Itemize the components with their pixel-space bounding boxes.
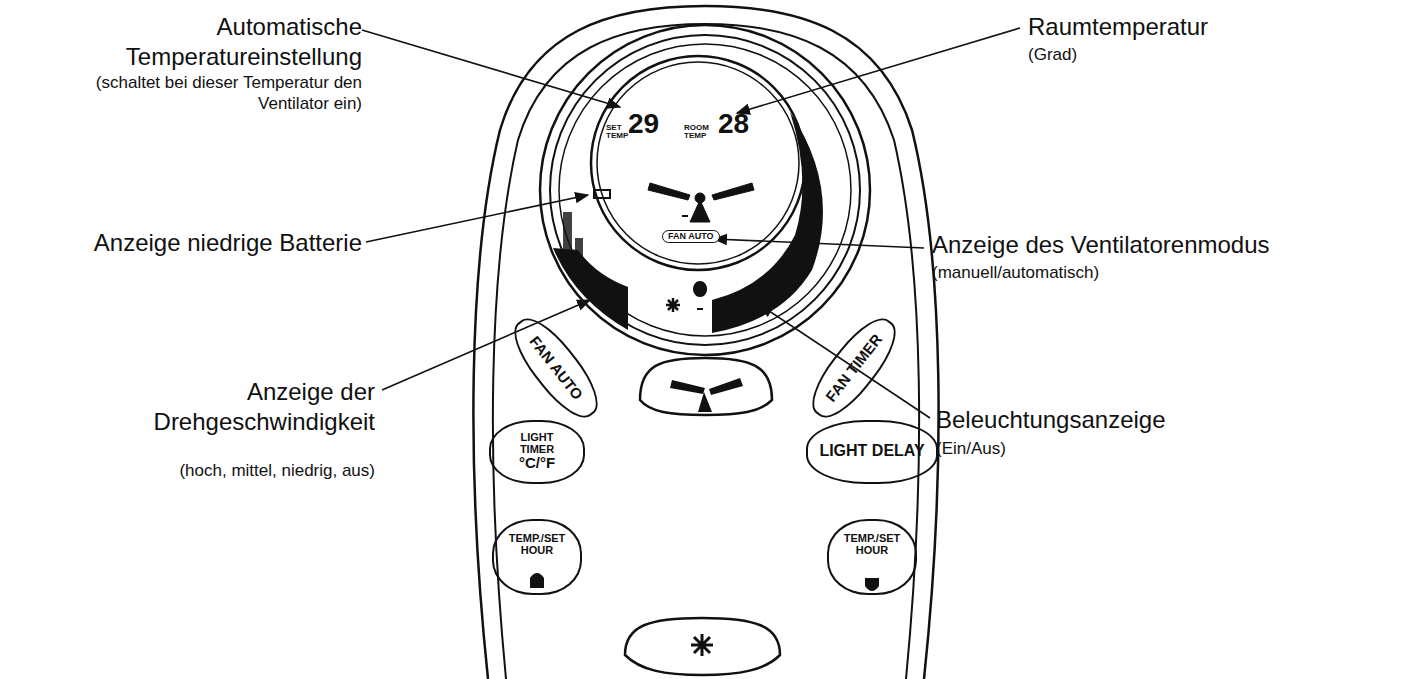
remote-button: FAN AUTO (502, 308, 609, 428)
display-digits: 29 (628, 110, 672, 138)
remote-button: TEMP./SET HOUR (492, 519, 582, 595)
button-label: °C/°F (519, 455, 555, 471)
button-label: TEMP./SET HOUR (840, 533, 904, 556)
remote-body (473, 6, 938, 679)
button-label: LIGHT DELAY (819, 443, 924, 460)
button-label: FAN TIMER (823, 331, 885, 404)
callout-heading: Raumtemperatur (1028, 12, 1328, 42)
speed-and-light-bars (553, 112, 823, 333)
remote-button: LIGHT TIMER°C/°F (489, 420, 585, 484)
remote-button: LIGHT DELAY (806, 420, 938, 484)
button-label: TEMP./SET HOUR (505, 533, 569, 556)
callout-heading: Anzeige des Ventilatorenmodus (932, 230, 1392, 260)
callout-heading: Automatische Temperatureinstellung (82, 12, 362, 72)
display-mode: FAN AUTO (662, 230, 720, 243)
display-digits: 28 (718, 110, 762, 138)
display-rings (540, 25, 870, 355)
remote-button: TEMP./SET HOUR (827, 519, 917, 595)
callout-heading: Beleuchtungsanzeige (936, 405, 1236, 435)
display-text: ROOM TEMP (684, 124, 718, 140)
button-label: LIGHT TIMER (505, 432, 569, 455)
light-button (625, 618, 780, 675)
up-down-icons (530, 573, 879, 591)
button-label: FAN AUTO (527, 333, 586, 402)
callout-note: (schaltet bei dieser Temperatur den Vent… (62, 72, 362, 115)
leader-lines (362, 28, 1020, 418)
callout-heading: Anzeige der Drehgeschwindigkeit (100, 377, 375, 437)
callout-note: (manuell/automatisch) (932, 262, 1232, 283)
callout-heading: Anzeige niedrige Batterie (28, 228, 362, 258)
callout-note: (hoch, mittel, niedrig, aus) (90, 460, 375, 481)
fan-button (640, 358, 772, 415)
display-icons (594, 183, 754, 312)
remote-button: FAN TIMER (800, 308, 907, 428)
callout-note: (Ein/Aus) (936, 438, 1136, 459)
callout-note: (Grad) (1028, 44, 1228, 65)
